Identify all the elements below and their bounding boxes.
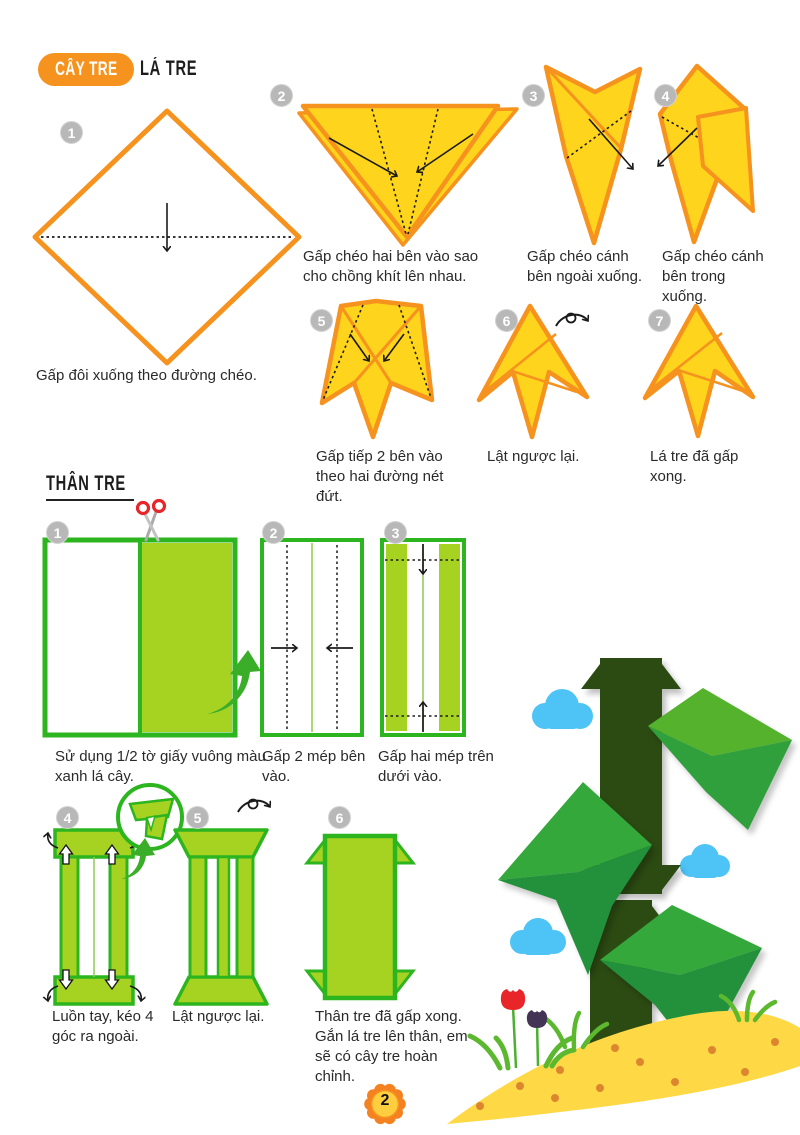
step-number-badge: 1 [60,121,83,144]
step-number-badge: 6 [328,806,351,829]
la-tre-step4-diagram [658,63,755,245]
step-number-badge: 3 [384,521,407,544]
step-number-badge: 2 [262,521,285,544]
step-number-badge: 1 [46,521,69,544]
step-caption: Sử dụng 1/2 tờ giấy vuông màu xanh lá câ… [55,748,266,785]
step-caption: Gấp chéo cánh bên ngoài xuống. [527,248,643,285]
step-number-badge: 5 [186,806,209,829]
than-tre-step6-diagram [303,833,417,1001]
magnifier-detail [116,783,184,851]
cloud [680,844,730,878]
step-number-badge: 4 [56,806,79,829]
than-tre-step2-diagram [260,538,364,737]
section-title-la-tre: LÁ TRE [140,57,198,80]
flip-arrow-icon [555,312,588,327]
step-caption: Lá tre đã gấp xong. [650,448,739,485]
step-caption: Gấp hai mép trên dưới vào. [378,748,494,785]
step-number-badge: 2 [270,84,293,107]
step-caption: Lật ngược lại. [487,448,580,465]
than-tre-step3-diagram [380,538,466,737]
step-caption: Gấp chéo cánh bên trong xuống. [662,248,764,305]
flip-arrow-icon [237,798,270,813]
step-number-badge: 3 [522,84,545,107]
step-caption: Thân tre đã gấp xong. Gắn lá tre lên thâ… [315,1008,468,1085]
la-tre-step2-diagram [297,103,519,247]
la-tre-step1-diagram [32,108,302,366]
cloud [510,918,566,955]
step-caption: Gấp đôi xuống theo đường chéo. [36,367,257,384]
grass-tuft [718,989,778,1023]
step-caption: Gấp 2 mép bên vào. [262,748,366,785]
finished-bamboo-illustration [364,658,800,1125]
cloud [532,689,593,729]
than-tre-step5-diagram [173,798,270,1006]
step-number-badge: 6 [495,309,518,332]
step-caption: Luồn tay, kéo 4 góc ra ngoài. [52,1008,154,1045]
tulip-flowers [467,989,577,1071]
la-tre-step6-diagram [476,303,590,440]
la-tre-step5-diagram [319,298,435,440]
la-tre-step7-diagram [642,303,756,439]
step-caption: Gấp tiếp 2 bên vào theo hai đường nét đứ… [316,448,444,505]
page-number-flower-badge [364,1083,406,1125]
scissors-icon [135,498,167,542]
bamboo-leaf [600,905,762,1062]
fold-curl-arrow-icon [121,838,155,879]
step-number-badge: 7 [648,309,671,332]
than-tre-step1-diagram [42,498,261,738]
step-number-badge: 4 [654,84,677,107]
section-title-than-tre: THÂN TRE [46,472,134,501]
step-caption: Lật ngược lại. [172,1008,265,1025]
step-number-badge: 5 [310,309,333,332]
bamboo-leaf [648,688,792,830]
page-number: 2 [380,1092,390,1109]
la-tre-step3-diagram [543,64,643,246]
fold-curl-arrow-icon [207,650,261,714]
step-caption: Gấp chéo hai bên vào sao cho chồng khít … [303,248,479,285]
series-badge-label: CÂY TRE [54,58,118,80]
sand-mound [447,1010,800,1124]
than-tre-step4-diagram [48,783,184,1006]
series-badge: CÂY TRE [38,53,134,86]
bamboo-leaf [498,782,652,975]
